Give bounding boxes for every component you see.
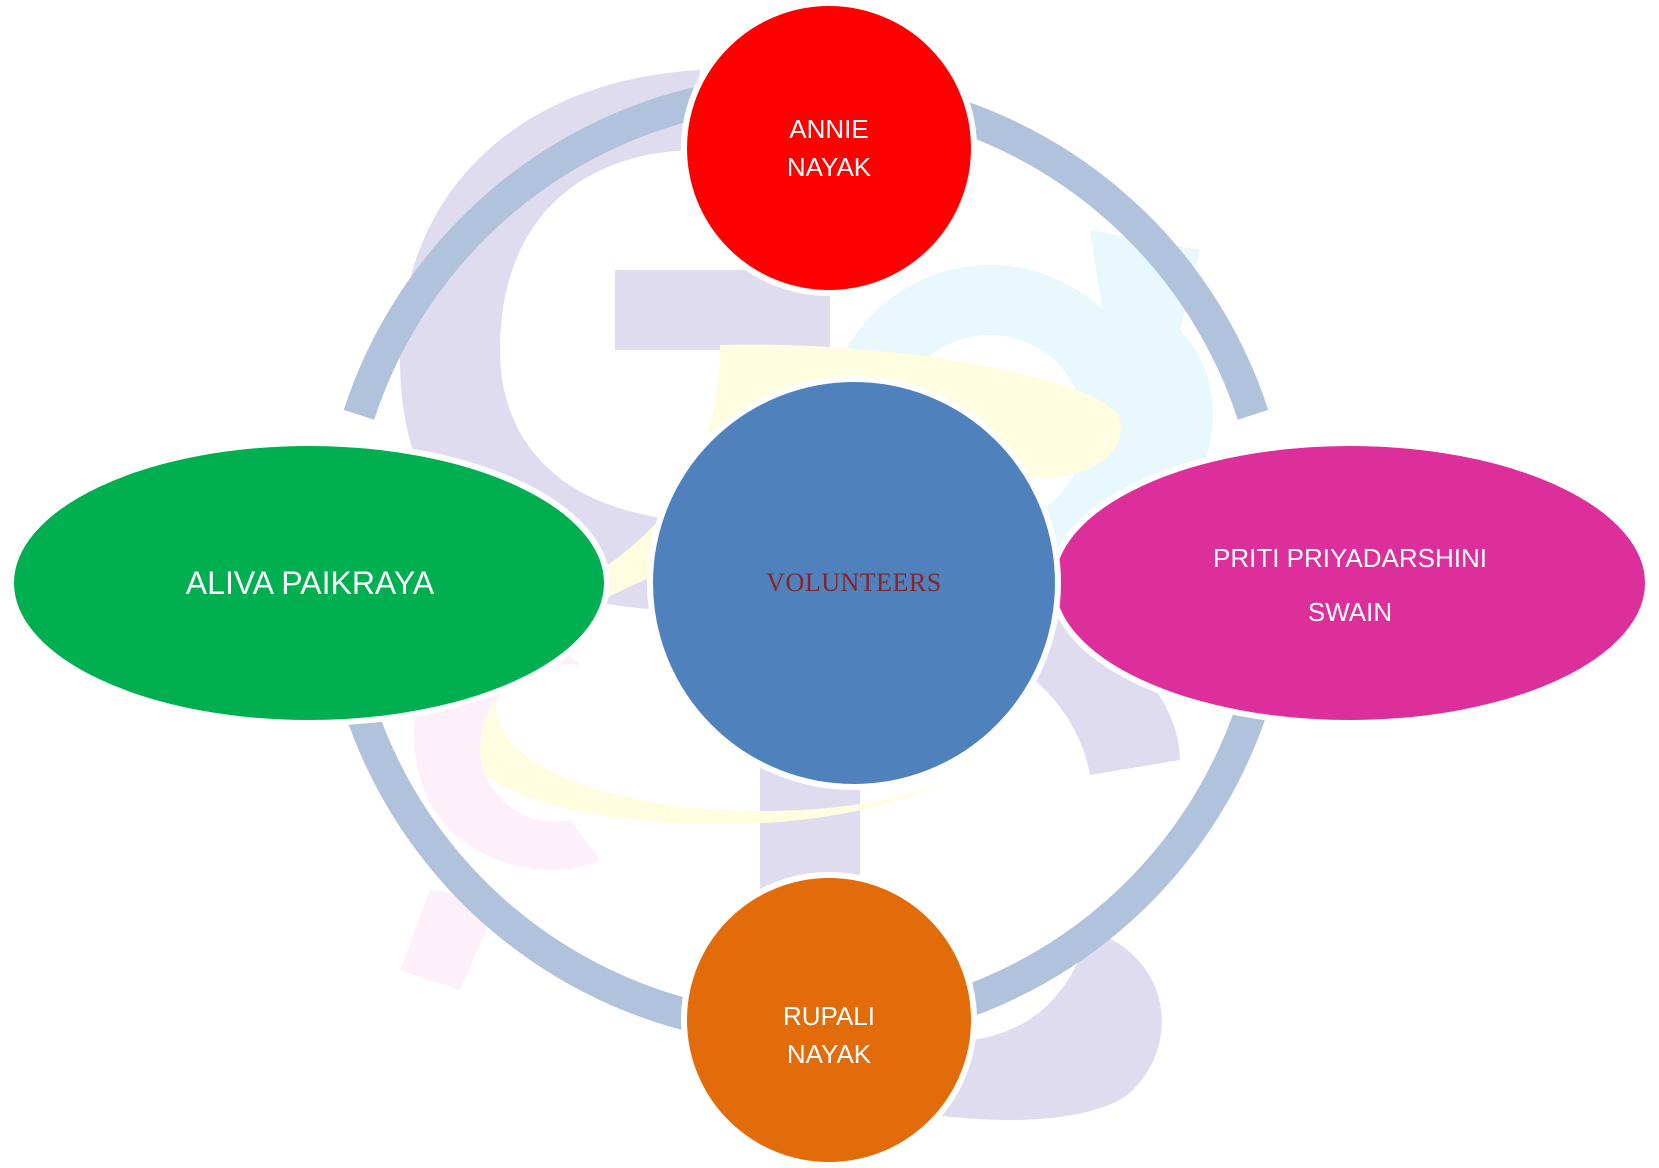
ring-arc-left-top bbox=[343, 78, 743, 420]
node-priti-priyadarshini-swain bbox=[1049, 440, 1651, 726]
ring-arc-bottom-left bbox=[343, 700, 743, 1042]
center-node-volunteers bbox=[647, 376, 1061, 790]
node-rupali-nayak bbox=[681, 872, 977, 1168]
node-aliva-paikraya bbox=[8, 440, 610, 726]
node-annie-nayak bbox=[681, 0, 977, 296]
